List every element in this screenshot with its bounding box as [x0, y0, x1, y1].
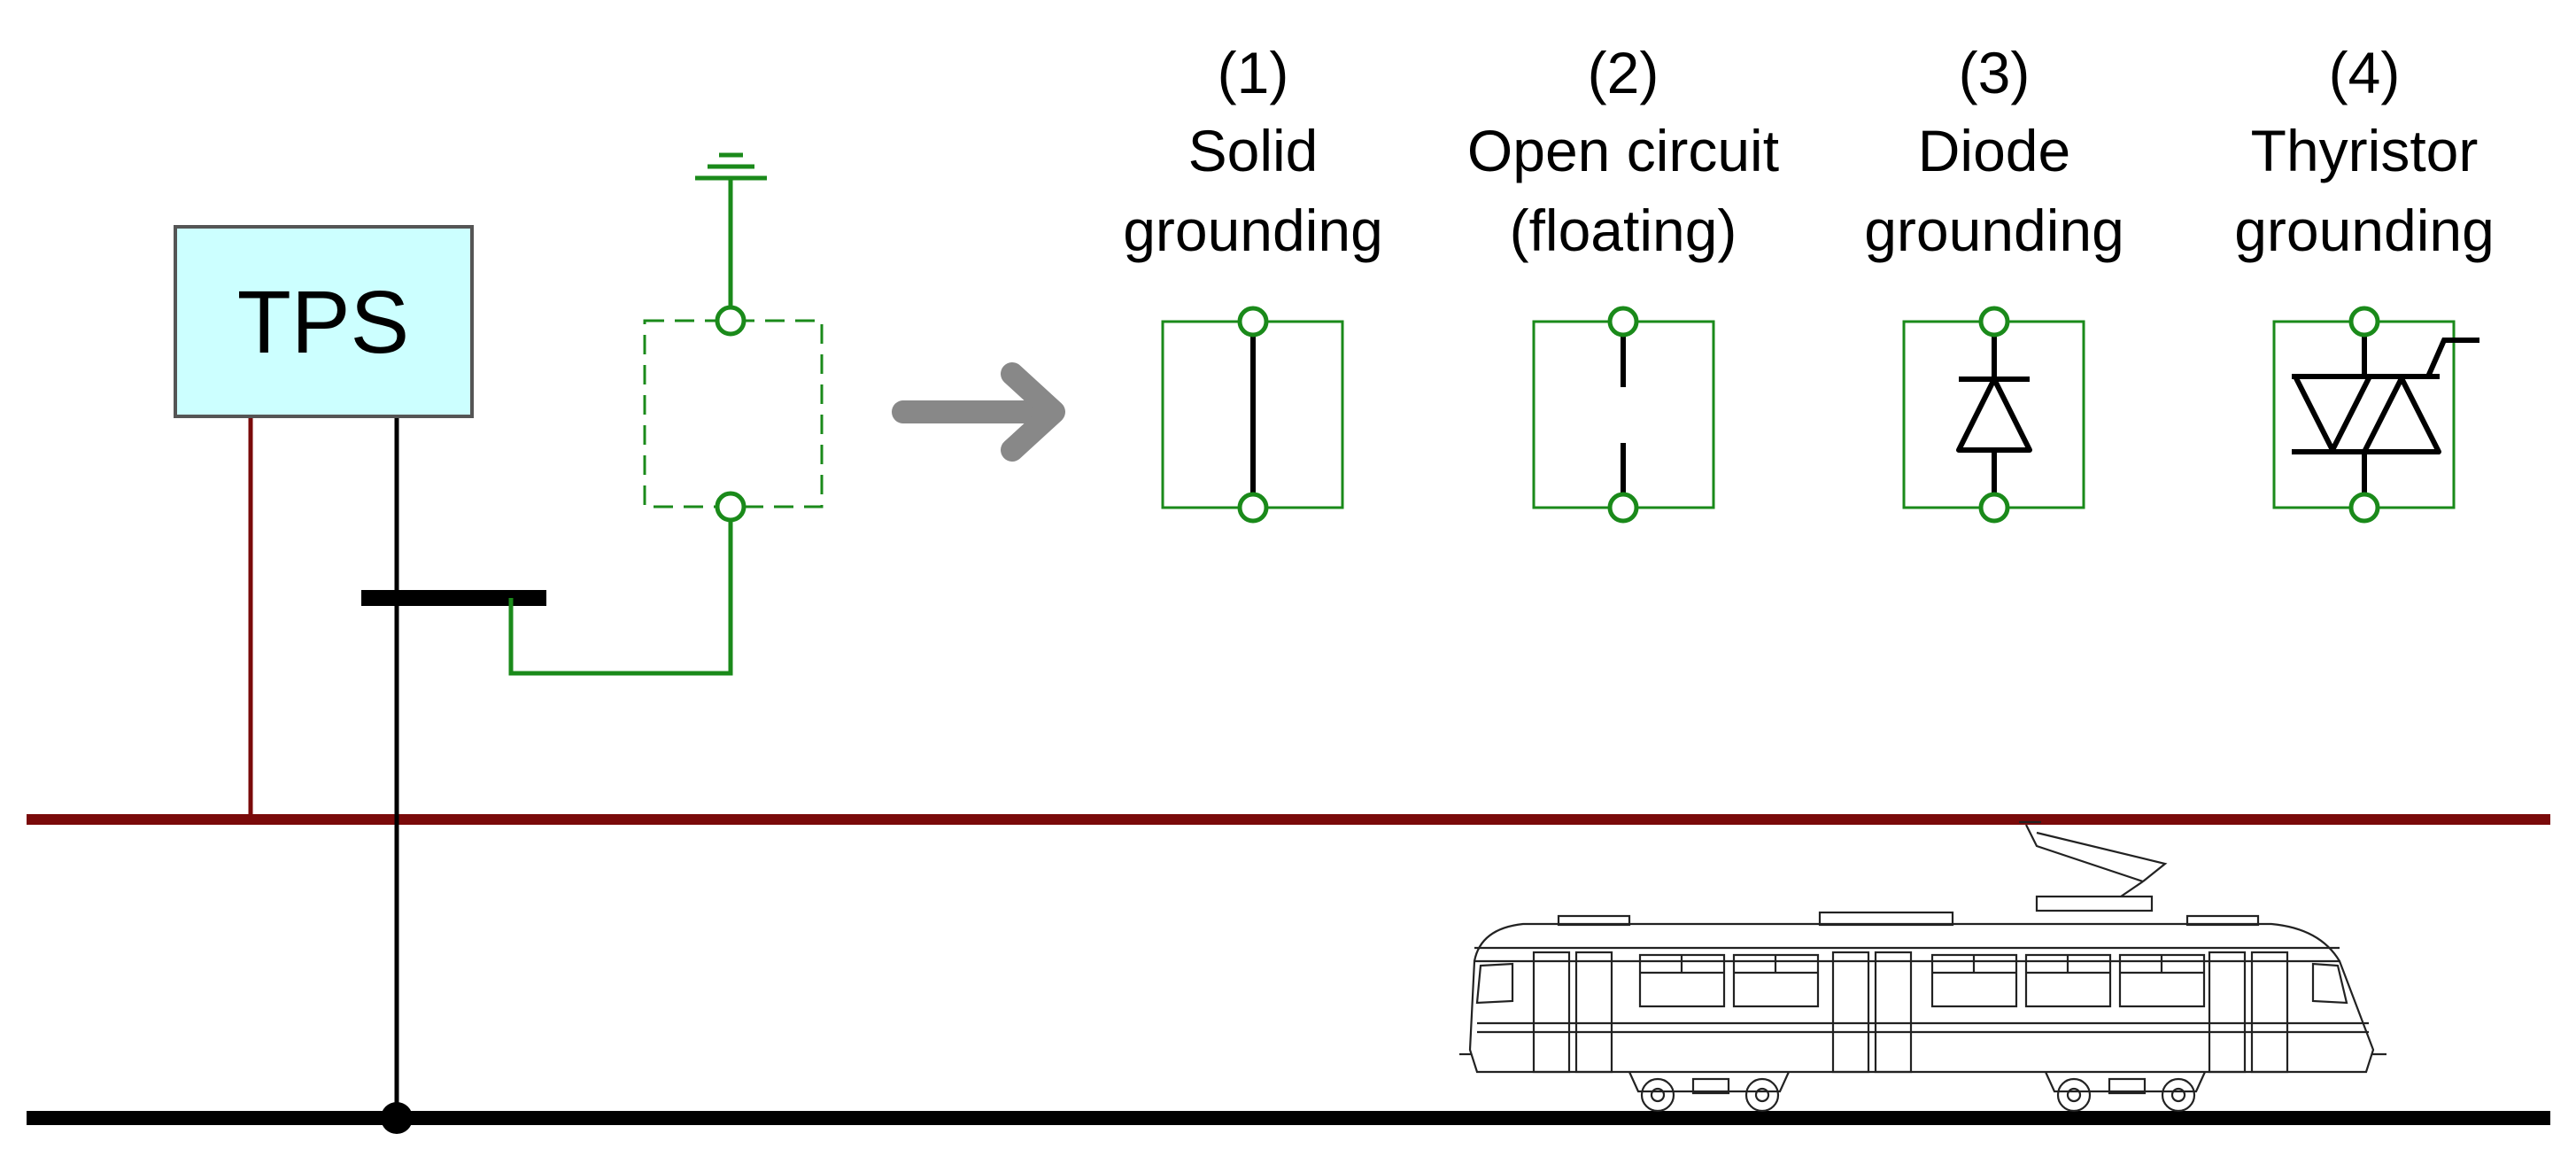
terminal-bottom [715, 491, 746, 523]
option-label-3: (3) Diode grounding [1864, 40, 2124, 263]
option-label-4: (4) Thyristor grounding [2234, 40, 2495, 263]
option-title-line1: Open circuit [1467, 118, 1779, 183]
rail-junction-dot [381, 1102, 413, 1134]
arrow-icon [892, 362, 1065, 462]
tps-box [174, 225, 474, 418]
thyristor-symbol [2272, 306, 2479, 524]
option-label-1: (1) Solid grounding [1123, 40, 1383, 263]
option-title-line2: grounding [2234, 198, 2495, 263]
terminal-top [715, 305, 746, 337]
option-title-line2: grounding [1864, 198, 2124, 263]
solid-grounding-symbol [1161, 306, 1344, 524]
tps-label: TPS [237, 273, 409, 372]
option-title-line1: Thyristor [2251, 118, 2479, 183]
grounding-connection-wire [508, 509, 733, 676]
diode-symbol [1902, 306, 2085, 524]
tram-icon [1459, 820, 2386, 1113]
option-number: (3) [1959, 40, 2031, 105]
grounding-device-placeholder-box [643, 319, 824, 509]
option-title-line2: (floating) [1510, 198, 1737, 263]
option-title-line2: grounding [1123, 198, 1383, 263]
option-number: (1) [1218, 40, 1289, 105]
open-circuit-symbol [1532, 306, 1715, 524]
option-title-line1: Diode [1918, 118, 2070, 183]
option-number: (4) [2329, 40, 2401, 105]
option-number: (2) [1588, 40, 1659, 105]
option-title-line1: Solid [1188, 118, 1319, 183]
option-label-2: (2) Open circuit (floating) [1467, 40, 1779, 263]
